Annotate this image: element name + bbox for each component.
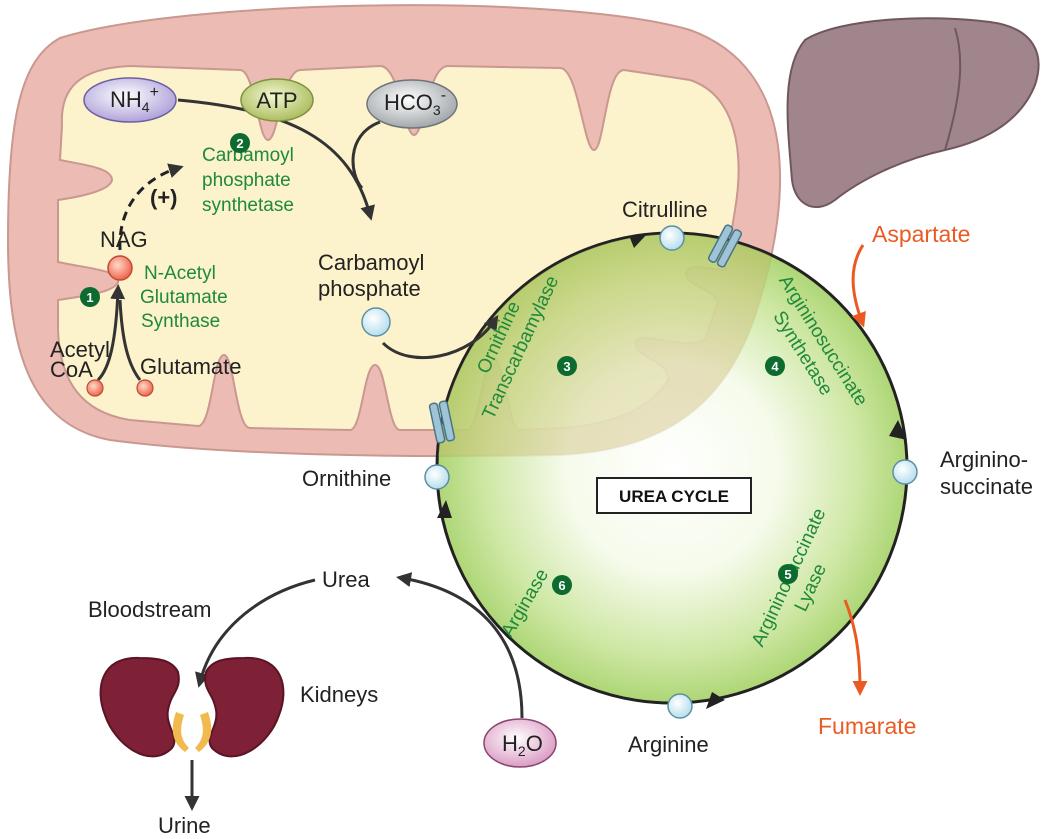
acetylcoa-to-nag-arrow bbox=[96, 284, 126, 382]
ornithine-label: Ornithine bbox=[302, 466, 391, 491]
cps-enzyme-line1: Carbamoyl bbox=[202, 145, 294, 166]
hco3-label: HCO3- bbox=[384, 87, 446, 118]
kidney-icon bbox=[99, 656, 285, 758]
glutamate-dot bbox=[136, 379, 154, 397]
step-badge-2: 2 bbox=[230, 133, 250, 153]
nag-label: NAG bbox=[100, 227, 148, 252]
h2o-label: H2O bbox=[502, 731, 543, 759]
cycle-arrowhead-ornithine bbox=[437, 500, 452, 518]
bloodstream-label: Bloodstream bbox=[88, 597, 212, 622]
svg-text:4: 4 bbox=[771, 359, 779, 374]
nags-enzyme-line3: Synthase bbox=[141, 311, 220, 332]
urea-to-kidneys-arrow bbox=[195, 578, 316, 688]
cycle-arrowhead-arginine bbox=[706, 692, 725, 709]
transporter-channel-icon bbox=[428, 224, 743, 444]
fumarate-label: Fumarate bbox=[818, 713, 916, 739]
nh4-oval bbox=[83, 77, 177, 123]
aspartate-label: Aspartate bbox=[872, 221, 970, 247]
step-badge-5: 5 bbox=[778, 564, 798, 584]
arginine-dot bbox=[667, 693, 693, 719]
carbamoyl-to-citrulline-arrow bbox=[381, 314, 499, 360]
hco3-oval bbox=[366, 79, 458, 129]
nag-dot bbox=[107, 255, 133, 281]
nh4-to-carbamoyl-arrow bbox=[177, 98, 375, 221]
nags-enzyme-line1: N-Acetyl bbox=[144, 263, 216, 284]
svg-text:2: 2 bbox=[236, 136, 243, 151]
svg-text:5: 5 bbox=[784, 567, 791, 582]
cycle-arrowhead-argininosuccinate bbox=[889, 420, 907, 440]
regulation-label: (+) bbox=[150, 185, 178, 210]
nh4-label: NH4+ bbox=[110, 84, 159, 115]
atp-label: ATP bbox=[256, 88, 297, 113]
acetyl-coa-dot bbox=[86, 379, 104, 397]
citrulline-dot bbox=[659, 225, 685, 251]
h2o-to-urea-arrow bbox=[396, 572, 524, 719]
nags-enzyme-line2: Glutamate bbox=[140, 287, 228, 308]
fumarate-arrow bbox=[843, 599, 868, 696]
step-badge-3: 3 bbox=[557, 356, 577, 376]
carbamoyl-phosphate-label-line2: phosphate bbox=[318, 276, 421, 301]
carbamoyl-phosphate-dot bbox=[361, 307, 391, 337]
cycle-arrowhead-citrulline bbox=[630, 233, 648, 248]
arginine-label: Arginine bbox=[628, 732, 709, 757]
cps-enzyme-line3: synthetase bbox=[202, 195, 294, 216]
acetyl-coa-label-line2: CoA bbox=[50, 357, 93, 382]
liver-lobe-line bbox=[944, 27, 962, 151]
argininosuccinate-label-line1: Arginino- bbox=[940, 447, 1028, 472]
liver-icon bbox=[786, 17, 1040, 209]
atp-oval bbox=[240, 78, 314, 122]
argininosuccinate-dot bbox=[892, 459, 918, 485]
svg-text:6: 6 bbox=[558, 578, 565, 593]
step-badge-4: 4 bbox=[765, 356, 785, 376]
h2o-oval bbox=[483, 718, 557, 768]
urea-cycle-title: UREA CYCLE bbox=[619, 487, 729, 506]
argininosuccinate-label-line2: succinate bbox=[940, 474, 1033, 499]
aspartate-arrow bbox=[851, 244, 866, 328]
hco3-to-carbamoyl-arrow bbox=[351, 120, 381, 190]
urea-cycle-title-box bbox=[596, 477, 752, 514]
glutamate-label: Glutamate bbox=[140, 354, 242, 379]
step-badge-6: 6 bbox=[552, 575, 572, 595]
kidneys-label: Kidneys bbox=[300, 682, 378, 707]
acetyl-coa-label-line1: Acetyl bbox=[50, 337, 110, 362]
svg-text:1: 1 bbox=[86, 290, 93, 305]
citrulline-label: Citrulline bbox=[622, 197, 708, 222]
glutamate-to-nag-arrow bbox=[118, 299, 142, 381]
step-badge-1: 1 bbox=[80, 287, 100, 307]
urea-label: Urea bbox=[322, 567, 370, 592]
urine-label: Urine bbox=[158, 813, 211, 838]
cps-enzyme-line2: phosphate bbox=[202, 170, 291, 191]
cycle-mito-overlap bbox=[438, 234, 781, 457]
svg-text:3: 3 bbox=[563, 359, 570, 374]
ornithine-dot bbox=[424, 464, 450, 490]
carbamoyl-phosphate-label-line1: Carbamoyl bbox=[318, 250, 424, 275]
nag-activation-arrow bbox=[118, 163, 184, 251]
